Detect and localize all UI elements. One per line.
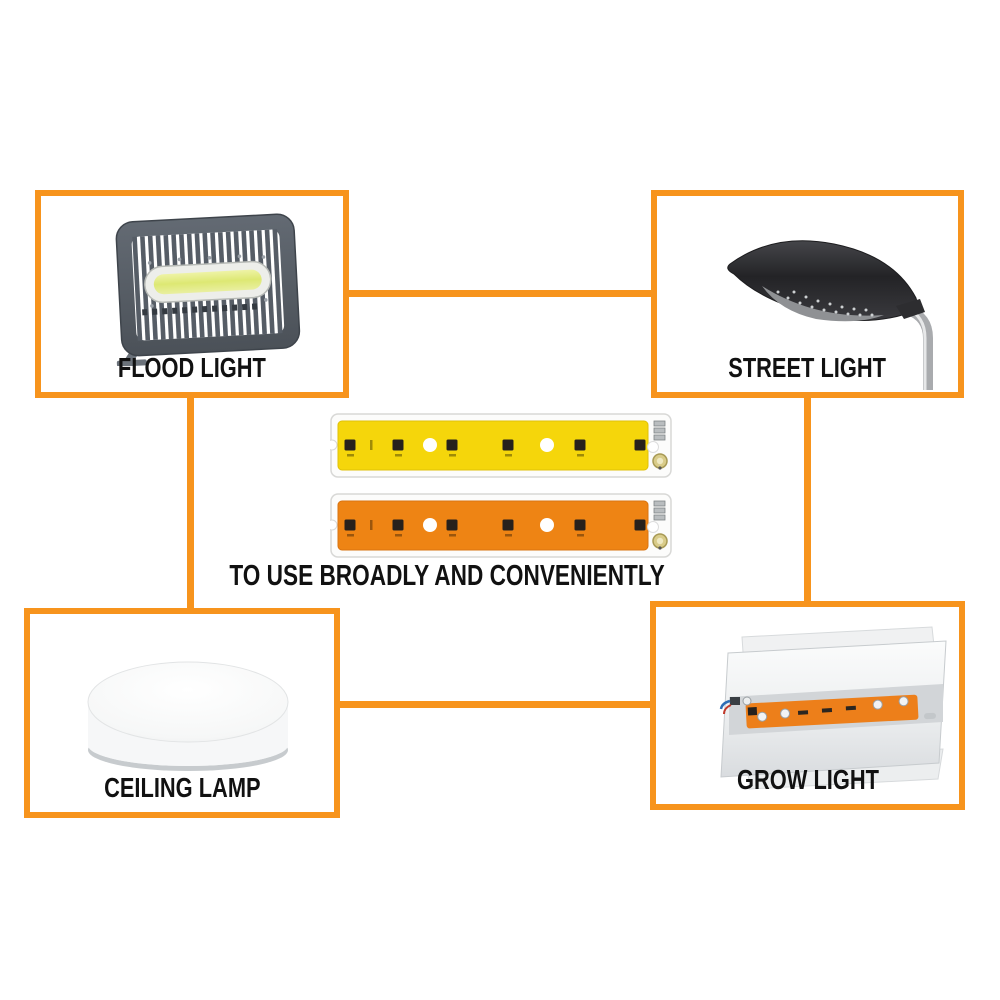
grow-light-label: GROW LIGHT	[656, 764, 959, 796]
flood-light-image	[115, 213, 301, 366]
center-caption: TO USE BROADLY AND CONVENIENTLY	[147, 560, 747, 593]
grow-light-image	[719, 626, 947, 790]
cob-strip-warm-white	[330, 413, 672, 478]
grow-light-label-text: GROW LIGHT	[736, 764, 879, 795]
street-light-label-text: STREET LIGHT	[728, 352, 887, 383]
grow-light-reflector	[719, 626, 947, 790]
connector-line-left	[187, 396, 194, 610]
cob-led-chips	[344, 519, 646, 531]
cob-phosphor-area-orange	[337, 500, 649, 551]
connector-line-bottom	[340, 701, 650, 708]
mounting-hole	[540, 518, 554, 532]
grow-light-cob-strip	[745, 694, 919, 729]
street-light-head	[727, 240, 925, 322]
driver-components	[647, 500, 668, 550]
app-box-ceiling-lamp: CEILING LAMP	[24, 608, 340, 818]
driver-components	[647, 420, 668, 470]
flood-light-label: FLOOD LIGHT	[41, 352, 343, 384]
app-box-grow-light: GROW LIGHT	[650, 601, 965, 810]
mounting-hole	[423, 518, 437, 532]
ceiling-lamp-image	[87, 661, 289, 771]
street-light-image	[727, 240, 933, 390]
app-box-flood-light: FLOOD LIGHT	[35, 190, 349, 398]
center-caption-text: TO USE BROADLY AND CONVENIENTLY	[229, 560, 665, 592]
mounting-hole	[540, 438, 554, 452]
cob-led-chips	[344, 439, 646, 451]
app-box-street-light: STREET LIGHT	[651, 190, 964, 398]
ceiling-lamp-label-text: CEILING LAMP	[103, 772, 261, 803]
grow-light-wire-connector	[719, 696, 752, 715]
ceiling-lamp-body	[87, 661, 289, 771]
street-light-label: STREET LIGHT	[657, 352, 958, 384]
cob-phosphor-area-yellow	[337, 420, 649, 471]
ceiling-lamp-label: CEILING LAMP	[30, 772, 334, 804]
flood-light-label-text: FLOOD LIGHT	[117, 352, 267, 383]
mounting-hole	[423, 438, 437, 452]
connector-line-top	[349, 290, 651, 297]
flood-light-body	[115, 213, 301, 366]
connector-line-right	[804, 396, 811, 603]
cob-strip-full-spectrum	[330, 493, 672, 558]
